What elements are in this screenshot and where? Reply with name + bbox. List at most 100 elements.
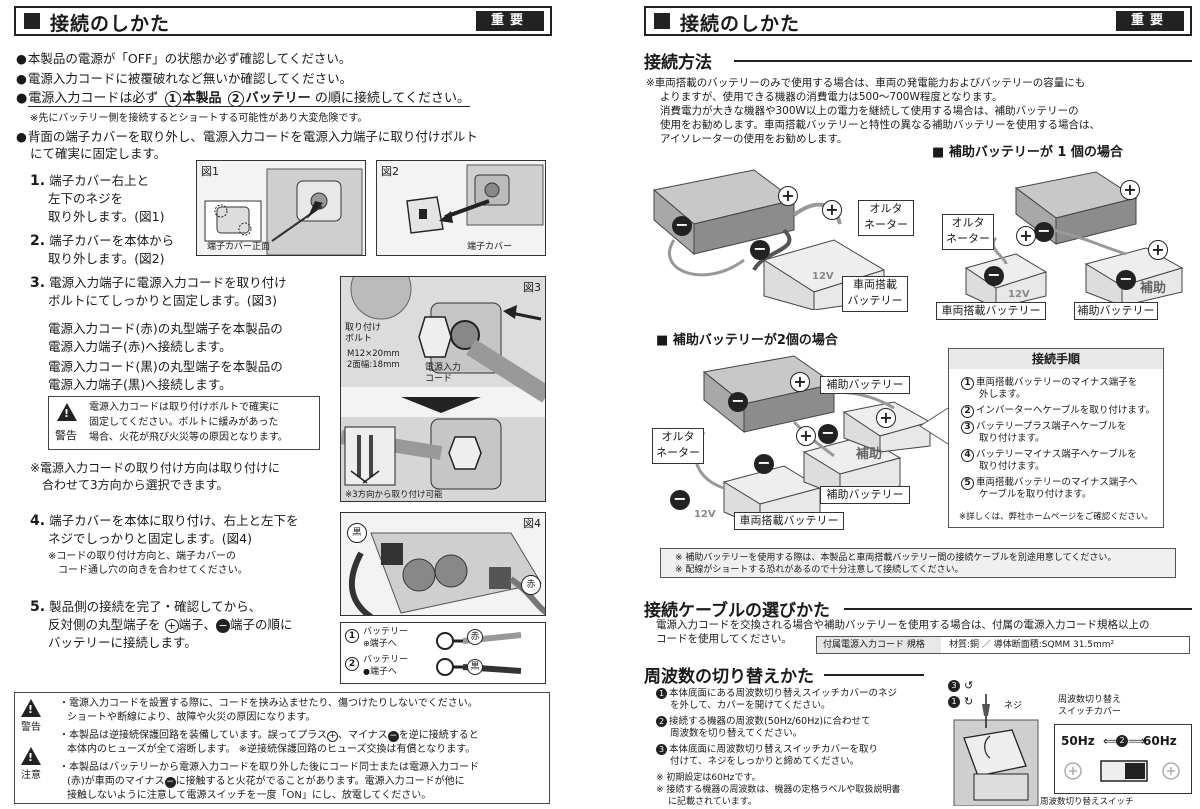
diagram3-aux-battery-bottom: 補助バッテリー <box>820 486 910 504</box>
aux-battery-note-box: ※ 補助バッテリーを使用する際は、本製品と車両搭載バッテリー間の接続ケーブルを別… <box>660 548 1176 578</box>
header-square-icon <box>24 13 40 29</box>
diagram2-alternator-label: オルタネーター <box>942 214 994 250</box>
section-cable-selection: 接続ケーブルの選びかた <box>644 601 830 621</box>
freq-diagram-cover1: 周波数切り替え <box>1058 695 1122 705</box>
diagram1-12v: 12V <box>812 271 834 282</box>
right-header-bar: 接続のしかた 重要 <box>644 6 1192 36</box>
rotate-icon: ↺ <box>964 679 974 692</box>
figure-3-illustration <box>341 277 545 501</box>
step3-black2: 電源入力端子(黒)へ接続します。 <box>48 377 232 392</box>
step5-line2: 反対側の丸型端子を +端子、−端子の順に <box>48 617 293 633</box>
step3-red2: 電源入力端子(赤)へ接続します。 <box>48 339 232 354</box>
aux-battery-note-2: ※ 配線がショートする恐れがあるので十分注意して接続してください。 <box>675 565 964 575</box>
diagram2-minus-vehicle: − <box>984 266 1004 286</box>
section-frequency-switch: 周波数の切り替えかた <box>644 667 814 687</box>
bottom-warn1-l2: ショートや断線により、故障や火災の原因になります。 <box>67 712 316 723</box>
cable-text-2: コードを使用してください。 <box>656 633 792 645</box>
diagram2-12v: 12V <box>1008 289 1030 300</box>
right-header-title: 接続のしかた <box>680 13 801 35</box>
diagram2-aux-short: 補助 <box>1140 281 1167 296</box>
method-p3: 消費電力が大きな機器や300W以上の電力を継続して使用する場合は、補助バッテリー… <box>660 105 1079 117</box>
step4-note1: ※コードの取り付け方向と、端子カバーの <box>48 551 236 562</box>
diagram3-alternator-label: オルタネーター <box>652 428 704 464</box>
method-p4: 使用をお勧めします。車両搭載バッテリーと特性の異なる補助バッテリーを使用する場合… <box>660 119 1100 131</box>
bottom-warn3-l3: 接触しないように注意して電源スイッチを一度「ON」にし、放電してください。 <box>67 790 432 801</box>
step5-line3: バッテリーに接続します。 <box>48 635 197 650</box>
connection-step-5b: ケーブルを取り付けます。 <box>979 489 1092 500</box>
diagram3-12v: 12V <box>694 509 716 520</box>
freq-50hz-label: 50Hz <box>1061 734 1095 748</box>
bullet-power-off: 本製品の電源が「OFF」の状態か必ず確認してください。 <box>16 50 351 67</box>
aux-battery-note-1: ※ 補助バッテリーを使用する際は、本製品と車両搭載バッテリー間の接続ケーブルを別… <box>675 553 1117 563</box>
bottom-warn3-l1: ・本製品はバッテリーから電源入力コードを取り外した後にコード同士または電源入力コ… <box>59 762 479 773</box>
connect-order-note: ※先にバッテリー側を接続するとショートする可能性があり大変危険です。 <box>30 113 368 124</box>
frequency-cover-illustration <box>953 694 1039 806</box>
step3-red1: 電源入力コード(赤)の丸型端子を本製品の <box>48 321 283 336</box>
cable-spec-box: 付属電源入力コード 規格 材質:銅 ／ 導体断面積:SQMM 31.5mm² <box>816 636 1190 654</box>
freq-diagram-switch: 周波数切り替えスイッチ <box>1040 797 1134 807</box>
minus-icon: − <box>164 777 176 788</box>
step3-warning-box: 警告 電源入力コードは取り付けボルトで確実に 固定してください。ボルトに緩みがあ… <box>48 396 320 450</box>
diagram2-minus-aux: − <box>1116 270 1136 290</box>
diagram1-minus-battery: − <box>750 240 770 260</box>
swap-arrow-icon: ⟸ <box>1103 734 1121 748</box>
freq-note-2: ※ 接続する機器の周波数は、機器の定格ラベルや取扱説明書 <box>656 785 901 795</box>
freq-60hz-label: 60Hz <box>1143 734 1177 748</box>
subhead-one-aux: ■ 補助バッテリーが 1 個の場合 <box>932 145 1123 160</box>
bullet-remove-cover-l2: にて確実に固定します。 <box>30 146 167 161</box>
left-header-title: 接続のしかた <box>50 13 171 35</box>
warning-label: 警告 <box>55 429 77 442</box>
freq-diagram-2: 2 <box>1116 735 1128 747</box>
freq-diagram-1: 1 <box>948 696 960 708</box>
section-connection-method: 接続方法 <box>644 53 712 73</box>
figure-4-label: 図4 <box>523 517 541 530</box>
frequency-slider-switch[interactable] <box>1061 757 1185 785</box>
diagram3-aux-battery-top: 補助バッテリー <box>820 376 910 394</box>
diagram2-plus-vehicle: + <box>1016 226 1036 246</box>
diagram1-alternator-label: オルタネーター <box>858 200 914 236</box>
section-line-1 <box>734 60 1192 62</box>
left-header-bar: 接続のしかた 重要 <box>14 6 552 36</box>
figure-3-label: 図3 <box>523 281 541 294</box>
minus-icon: − <box>387 731 399 742</box>
warning-icon <box>57 403 77 421</box>
figure-5-num-1: 1 <box>345 629 359 643</box>
figure-5-text-1: バッテリー⊕端子へ <box>363 627 409 649</box>
diagram3-minus-aux2: − <box>818 424 838 444</box>
diagram3-plus-aux2: + <box>796 426 816 446</box>
step4-line1: 4.端子カバーを本体に取り付け、右上と左下を <box>30 513 299 529</box>
figure-5: 1 バッテリー⊕端子へ 赤 2 バッテリー●端子へ 黒 <box>340 622 546 684</box>
plus-icon: + <box>327 731 338 742</box>
freq-note-3: に記載されています。 <box>668 797 757 807</box>
swap-arrow-icon: ⟹ <box>1128 734 1146 748</box>
diagram3-minus-vehicle: − <box>754 454 774 474</box>
figure-4-black-label: 黒 <box>347 523 367 543</box>
step1-line3: 取り外します。(図1) <box>48 209 165 224</box>
figure-3-cord: 電源入力コード <box>425 363 462 384</box>
figure-5-red-label: 赤 <box>467 629 483 645</box>
freq-step-2b: 周波数を切り替えてください。 <box>670 728 803 739</box>
figure-2-caption: 端子カバー <box>467 242 513 252</box>
diagram1-plus-inverter: + <box>778 186 798 206</box>
bottom-warning-box: 警告 注意 ・電源入力コードを設置する際に、コードを挟み込ませたり、傷つけたりし… <box>14 692 550 804</box>
freq-diagram-screw: ネジ <box>1004 701 1023 711</box>
step3-note2: 合わせて3方向から選択できます。 <box>42 478 229 492</box>
warning-line1: 電源入力コードは取り付けボルトで確実に <box>89 402 279 413</box>
figure-1: 図1 端子カバー正面 <box>196 160 366 256</box>
figure-2-illustration <box>406 164 544 234</box>
diagram3-minus-inverter: − <box>728 392 748 412</box>
method-p1: ※車両搭載のバッテリーのみで使用する場合は、車両の発電能力およびバッテリーの容量… <box>646 77 1086 89</box>
figure-5-black-label: 黒 <box>467 659 483 675</box>
bottom-warn1-l1: ・電源入力コードを設置する際に、コードを挟み込ませたり、傷つけたりしないでくださ… <box>59 698 478 709</box>
bottom-warning-label: 警告 <box>21 722 41 733</box>
connection-step-3b: 取り付けます。 <box>979 433 1045 444</box>
